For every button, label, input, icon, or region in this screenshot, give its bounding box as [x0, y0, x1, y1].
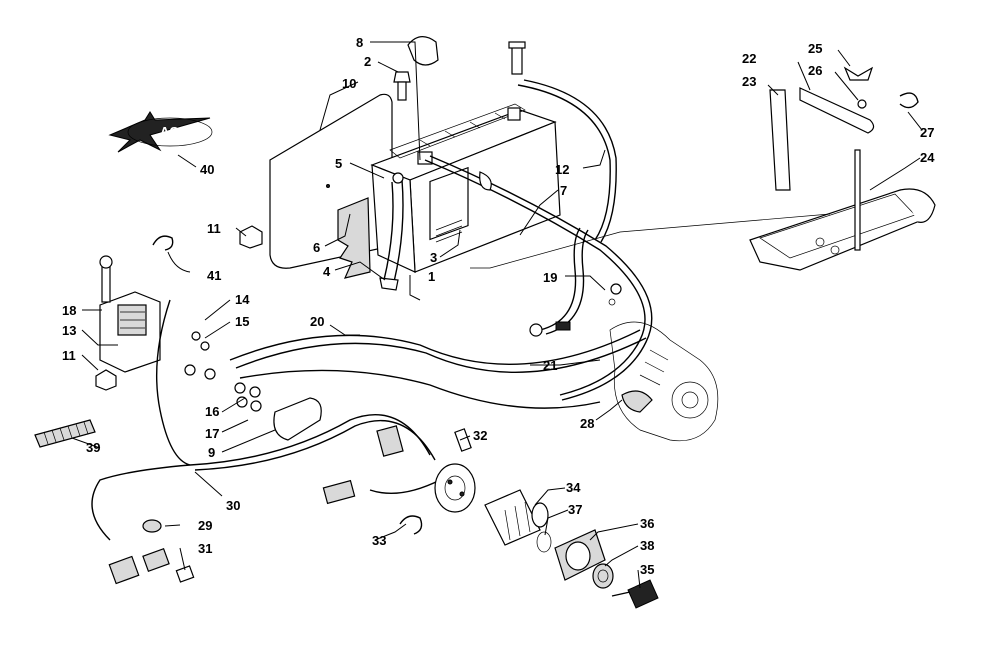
fuse-31 [175, 565, 195, 583]
clip-33 [399, 515, 423, 535]
connector-plug [108, 547, 170, 585]
callout-5: 5 [335, 156, 342, 171]
nut-38 [592, 563, 614, 589]
callout-33: 33 [372, 533, 386, 548]
callout-35: 35 [640, 562, 654, 577]
callout-15: 15 [235, 314, 249, 329]
callout-labels: 8 2 10 5 6 4 1 3 11 41 40 12 7 19 21 20 … [62, 35, 935, 577]
callout-34: 34 [566, 480, 581, 495]
callout-1: 1 [428, 269, 435, 284]
callout-7: 7 [560, 183, 567, 198]
callout-19: 19 [543, 270, 557, 285]
callout-25: 25 [808, 41, 822, 56]
callout-37: 37 [568, 502, 582, 517]
callout-23: 23 [742, 74, 756, 89]
callout-6: 6 [313, 240, 320, 255]
terminal-nuts [184, 331, 262, 412]
callout-18: 18 [62, 303, 76, 318]
nut-11-lower [95, 369, 117, 391]
clip-27 [899, 92, 919, 109]
callout-22: 22 [742, 51, 756, 66]
callout-31: 31 [198, 541, 212, 556]
callout-26: 26 [808, 63, 822, 78]
wiring-harness [91, 299, 441, 541]
callout-21: 21 [543, 358, 557, 373]
solenoid-bracket [99, 291, 161, 373]
callout-12: 12 [555, 162, 569, 177]
positive-cable [517, 79, 617, 243]
upper-bolt [508, 41, 526, 75]
callout-40: 40 [200, 162, 214, 177]
harness-connector-32 [322, 425, 472, 505]
callout-32: 32 [473, 428, 487, 443]
bolt-18 [99, 255, 113, 303]
callout-29: 29 [198, 518, 212, 533]
nut-19 [608, 283, 622, 306]
leader-lines [71, 41, 923, 589]
callout-8: 8 [356, 35, 363, 50]
o-ring-37 [536, 531, 552, 553]
callout-28: 28 [580, 416, 594, 431]
tray-strap [799, 87, 875, 134]
callout-41: 41 [207, 268, 221, 283]
callout-11-upper: 11 [207, 221, 221, 236]
callout-2: 2 [364, 54, 371, 69]
clip-41 [152, 235, 174, 251]
switch-bezel [554, 529, 606, 581]
terminal-boot-cap [407, 36, 439, 66]
logo-text: ACS [160, 124, 188, 139]
leader-tray [470, 213, 831, 269]
terminal-boot-9 [273, 397, 322, 441]
callout-30: 30 [226, 498, 240, 513]
vent-tube [379, 179, 404, 291]
callout-36: 36 [640, 516, 654, 531]
callout-24: 24 [920, 150, 935, 165]
battery-retainer-bracket [337, 197, 371, 279]
vent-fitting [392, 172, 404, 184]
tray-bracket [769, 89, 791, 191]
callout-38: 38 [640, 538, 654, 553]
ignition-switch-body [434, 463, 476, 513]
ignition-key [611, 579, 659, 609]
callout-13: 13 [62, 323, 76, 338]
callout-3: 3 [430, 250, 437, 265]
callout-17: 17 [205, 426, 219, 441]
callout-9: 9 [208, 445, 215, 460]
starter-cable [529, 227, 589, 337]
callout-16: 16 [205, 404, 219, 419]
callout-39: 39 [86, 440, 100, 455]
terminal-bolt [393, 71, 411, 101]
callout-4: 4 [323, 264, 331, 279]
acs-logo-decal: ACS [108, 111, 213, 153]
callout-20: 20 [310, 314, 324, 329]
callout-27: 27 [920, 125, 934, 140]
ignition-switch [484, 489, 549, 546]
nut-11-upper [239, 225, 263, 249]
starter-motor [609, 321, 719, 442]
callout-11-lower: 11 [62, 348, 76, 363]
washer-26 [857, 99, 867, 109]
callout-14: 14 [235, 292, 250, 307]
battery [370, 103, 561, 273]
spring-39 [34, 419, 96, 448]
battery-tray [749, 149, 936, 271]
main-cable-20 [229, 329, 647, 409]
connector-29 [142, 519, 162, 533]
callout-10: 10 [342, 76, 356, 91]
wing-nut [843, 66, 874, 81]
